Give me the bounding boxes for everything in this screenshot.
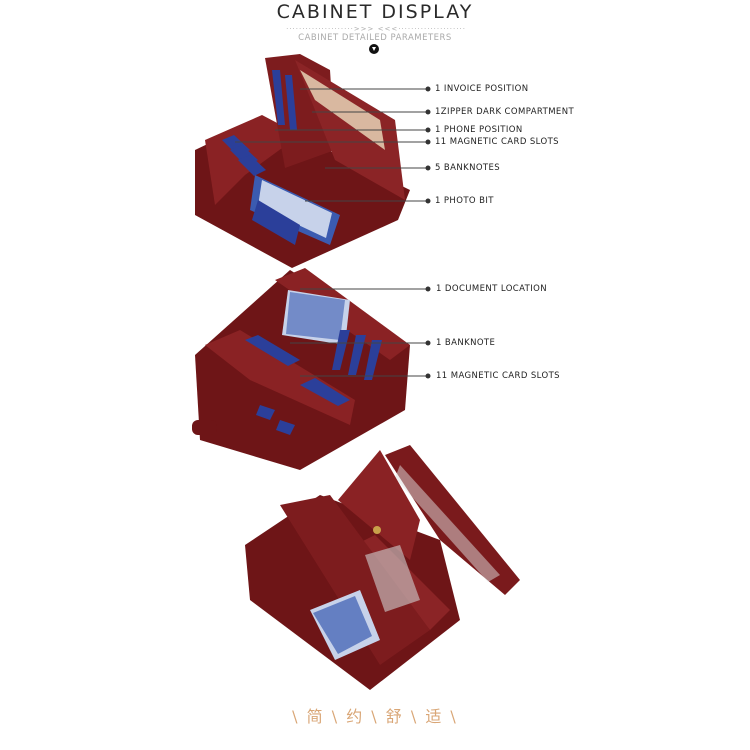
- label-banknote: 1 BANKNOTE: [436, 338, 496, 348]
- subtitle: CABINET DETAILED PARAMETERS: [298, 33, 452, 43]
- label-invoice-position: 1 INVOICE POSITION: [435, 84, 529, 94]
- leader-lines: [235, 88, 428, 377]
- page-title: CABINET DISPLAY: [276, 1, 474, 23]
- label-banknotes: 5 BANKNOTES: [435, 163, 501, 173]
- divider: ·····················>>> <<<············…: [286, 25, 466, 33]
- label-phone-position: 1 PHONE POSITION: [435, 125, 523, 135]
- slogan: \ 简 \ 约 \ 舒 \ 适 \: [292, 707, 458, 726]
- down-arrow-icon: [369, 44, 379, 54]
- wallet-image-3: [245, 445, 520, 690]
- label-document-location: 1 DOCUMENT LOCATION: [436, 284, 548, 294]
- label-photo-bit: 1 PHOTO BIT: [435, 196, 494, 206]
- label-card-slots-2: 11 MAGNETIC CARD SLOTS: [436, 371, 560, 381]
- wallet-image-1: [195, 54, 410, 268]
- wallet-image-2: [192, 268, 410, 470]
- label-zipper-compartment: 1ZIPPER DARK COMPARTMENT: [435, 107, 575, 117]
- label-card-slots: 11 MAGNETIC CARD SLOTS: [435, 137, 559, 147]
- leader-dots: [425, 86, 431, 379]
